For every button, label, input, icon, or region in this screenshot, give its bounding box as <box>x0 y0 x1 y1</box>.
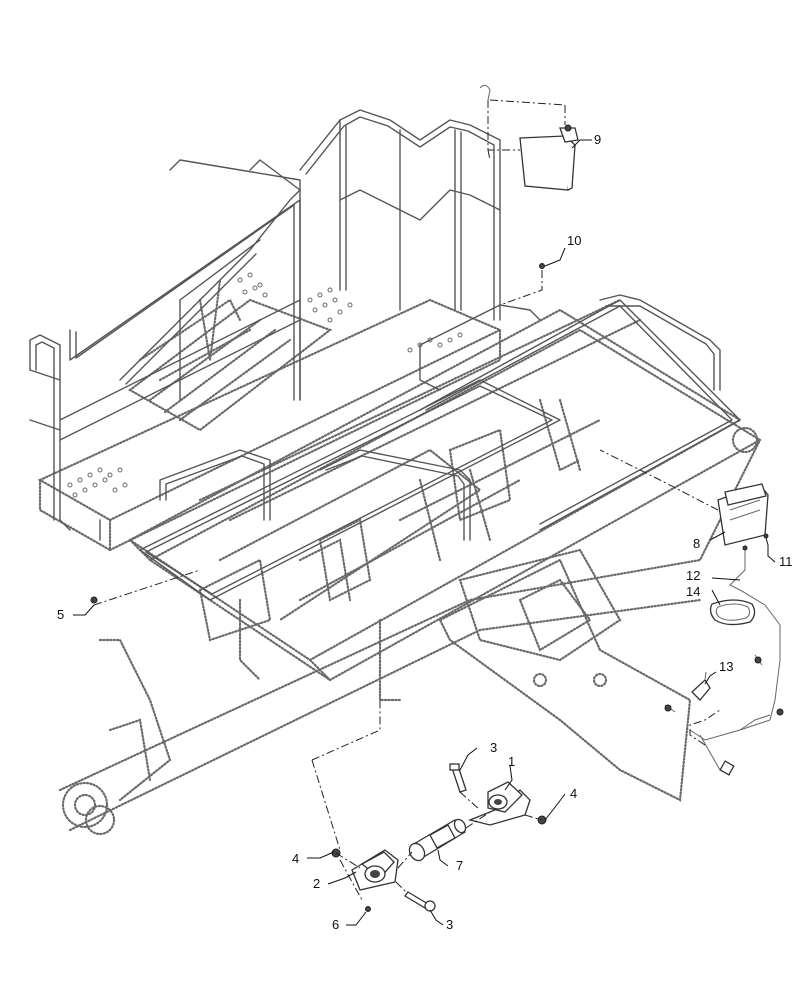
assembly-lines <box>93 99 721 901</box>
callout-6: 6 <box>332 917 339 932</box>
gasket-part-14 <box>709 599 756 626</box>
marker-light-part-8 <box>717 483 769 551</box>
platform-deck <box>37 272 503 552</box>
bracket-part-13 <box>691 671 711 701</box>
callout-4-left: 4 <box>292 851 299 866</box>
bearing-bracket-part-1 <box>467 781 531 826</box>
bolt-part-5 <box>90 596 98 604</box>
callout-5: 5 <box>57 607 64 622</box>
washer-part-6 <box>365 906 371 912</box>
pivot-pin-part-7 <box>408 818 467 862</box>
callout-3-upper: 3 <box>490 740 497 755</box>
callout-labels: 9 10 5 8 11 12 14 13 1 3 4 4 2 7 6 3 <box>57 132 793 932</box>
callout-9: 9 <box>594 132 601 147</box>
callout-7: 7 <box>456 858 463 873</box>
callout-3-lower: 3 <box>446 917 453 932</box>
wiring-harness-part-12 <box>664 550 784 776</box>
callout-12: 12 <box>686 568 700 583</box>
work-light-part-9 <box>479 84 579 191</box>
callout-10: 10 <box>567 233 581 248</box>
chassis-frame <box>58 298 763 836</box>
callout-11: 11 <box>779 554 793 569</box>
leader-lines <box>73 139 776 926</box>
callout-2: 2 <box>313 876 320 891</box>
callout-1: 1 <box>508 754 515 769</box>
bolt-part-3-upper <box>449 763 467 793</box>
screw-part-10 <box>539 263 545 269</box>
callout-8: 8 <box>693 536 700 551</box>
callout-4-right: 4 <box>570 786 577 801</box>
callout-14: 14 <box>686 584 700 599</box>
stairway <box>128 278 333 432</box>
handrails <box>29 109 741 601</box>
bolt-part-3-lower <box>404 891 436 912</box>
bearing-bracket-part-2 <box>351 849 399 891</box>
callout-13: 13 <box>719 659 733 674</box>
